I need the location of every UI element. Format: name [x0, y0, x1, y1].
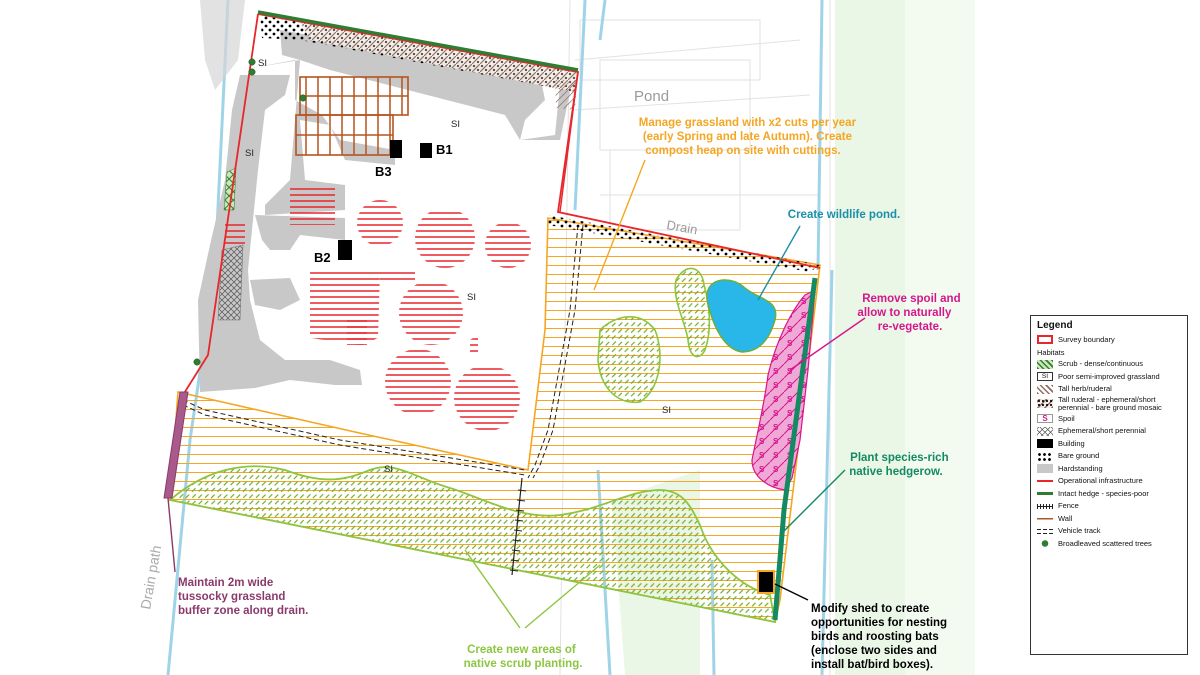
operational-infrastructure-swatch — [1037, 476, 1053, 486]
building-shed — [757, 570, 775, 594]
label-b3: B3 — [375, 164, 392, 179]
annotation-scrub: Create new areas of native scrub plantin… — [464, 644, 583, 670]
bare-ground-swatch — [1037, 451, 1053, 461]
legend-item-operational-infrastructure: Operational infrastructure — [1037, 475, 1181, 487]
label-si: SI — [258, 58, 267, 69]
legend-label: Building — [1058, 438, 1085, 448]
legend-item-intact-hedge: Intact hedge - species-poor — [1037, 488, 1181, 500]
legend-label: Scrub - dense/continuous — [1058, 359, 1144, 369]
legend-label: Tall ruderal - ephemeral/short perennial… — [1058, 395, 1162, 412]
label-drain: Drain — [665, 217, 698, 237]
intact-hedge — [257, 10, 579, 72]
label-si: SI — [662, 405, 671, 416]
annotation-buffer: Maintain 2m wide tussocky grassland buff… — [178, 577, 308, 617]
spoil-swatch: S — [1037, 414, 1053, 423]
spoil-heap — [751, 288, 816, 491]
field-strip — [905, 0, 975, 675]
map-legend: Legend Survey boundary Habitats Scrub - … — [1030, 315, 1188, 655]
legend-label: Vehicle track — [1058, 526, 1101, 536]
legend-label: Operational infrastructure — [1058, 476, 1143, 486]
blurred-road — [200, 0, 245, 90]
scrub-swatch — [1037, 359, 1053, 369]
legend-item-vehicle-track: Vehicle track — [1037, 525, 1181, 537]
native-hedgerow — [772, 277, 818, 621]
legend-habitats-heading: Habitats — [1037, 347, 1065, 357]
legend-label: Broadleaved scattered trees — [1058, 538, 1152, 548]
legend-item-hardstanding: Hardstanding — [1037, 463, 1181, 475]
label-pond: Pond — [634, 88, 669, 105]
vehicle-tracks — [182, 224, 584, 479]
annotation-grassland: Manage grassland with x2 cuts per year (… — [639, 117, 860, 157]
drain-buffer-zone — [163, 391, 189, 499]
legend-item-ephemeral: Ephemeral/short perennial — [1037, 425, 1181, 437]
mosaic-swatch — [1037, 399, 1053, 409]
legend-label: Poor semi-improved grassland — [1058, 371, 1160, 381]
legend-item-building: Building — [1037, 438, 1181, 450]
label-si: SI — [384, 464, 393, 475]
label-b2: B2 — [314, 250, 331, 265]
legend-item-tall-herb: Tall herb/ruderal — [1037, 384, 1181, 396]
legend-item-wall: Wall — [1037, 513, 1181, 525]
legend-label: Ephemeral/short perennial — [1058, 426, 1146, 436]
operational-infrastructure — [225, 187, 531, 431]
label-si: SI — [451, 119, 460, 130]
legend-label: Bare ground — [1058, 451, 1100, 461]
legend-item-survey-boundary: Survey boundary — [1037, 334, 1181, 346]
legend-label: Tall herb/ruderal — [1058, 384, 1112, 394]
tall-ruderal-mosaic-strip — [300, 22, 578, 92]
fence-swatch — [1037, 501, 1053, 511]
native-scrub-planting-area — [168, 465, 777, 624]
legend-label: Hardstanding — [1058, 463, 1103, 473]
building-b2 — [338, 240, 352, 260]
fence-line — [511, 477, 523, 576]
legend-item-poor-grassland: SI Poor semi-improved grassland — [1037, 371, 1181, 383]
legend-label: Survey boundary — [1058, 334, 1115, 344]
grassland-code-swatch: SI — [1037, 372, 1053, 382]
label-si: SI — [467, 292, 476, 303]
legend-label: Spoil — [1058, 413, 1075, 423]
survey-boundary-swatch — [1037, 335, 1053, 345]
tall-ruderal-corner — [555, 78, 577, 110]
legend-label: Fence — [1058, 501, 1079, 511]
hardstanding-swatch — [1037, 464, 1053, 473]
annotation-shed: Modify shed to create opportunities for … — [811, 603, 950, 671]
intact-hedge-swatch — [1037, 489, 1053, 498]
bare-ground-edge — [548, 215, 820, 272]
wall-swatch — [1037, 514, 1053, 523]
label-drain-path: Drain path — [137, 544, 164, 610]
tree-swatch — [1037, 539, 1053, 548]
legend-label: Intact hedge - species-poor — [1058, 488, 1149, 498]
legend-label: Wall — [1058, 513, 1073, 523]
field-strip — [835, 0, 905, 675]
annotation-pond: Create wildlife pond. — [788, 209, 900, 221]
wall-hatching — [296, 115, 393, 155]
fence-ticks — [509, 489, 527, 572]
annotation-hedgerow: Plant species-rich native hedgerow. — [849, 452, 952, 478]
legend-item-tall-ruderal-mosaic: Tall ruderal - ephemeral/short perennial… — [1037, 396, 1181, 412]
scrub-patch — [597, 316, 661, 403]
ephemeral-area — [217, 244, 244, 321]
label-si: SI — [245, 148, 254, 159]
legend-title: Legend — [1037, 320, 1073, 331]
vehicle-track-swatch — [1037, 526, 1053, 536]
scrub-patch — [674, 267, 711, 358]
survey-boundary-inner — [559, 71, 579, 213]
survey-boundary — [182, 13, 821, 396]
ephemeral-swatch — [1037, 426, 1053, 436]
label-b1: B1 — [436, 142, 453, 157]
tall-herb-swatch — [1037, 384, 1053, 394]
scattered-trees — [193, 58, 307, 366]
annotation-leaders — [167, 159, 866, 629]
legend-item-scattered-trees: Broadleaved scattered trees — [1037, 538, 1181, 550]
building-b3 — [390, 140, 402, 158]
building-b1 — [420, 143, 432, 158]
legend-item-scrub: Scrub - dense/continuous — [1037, 359, 1181, 371]
building-swatch — [1037, 439, 1053, 448]
legend-item-fence: Fence — [1037, 500, 1181, 512]
annotation-spoil: Remove spoil and allow to naturally re-v… — [857, 293, 963, 333]
legend-item-spoil: S Spoil — [1037, 413, 1181, 425]
legend-item-bare-ground: Bare ground — [1037, 450, 1181, 462]
wall-hatching — [300, 77, 408, 115]
